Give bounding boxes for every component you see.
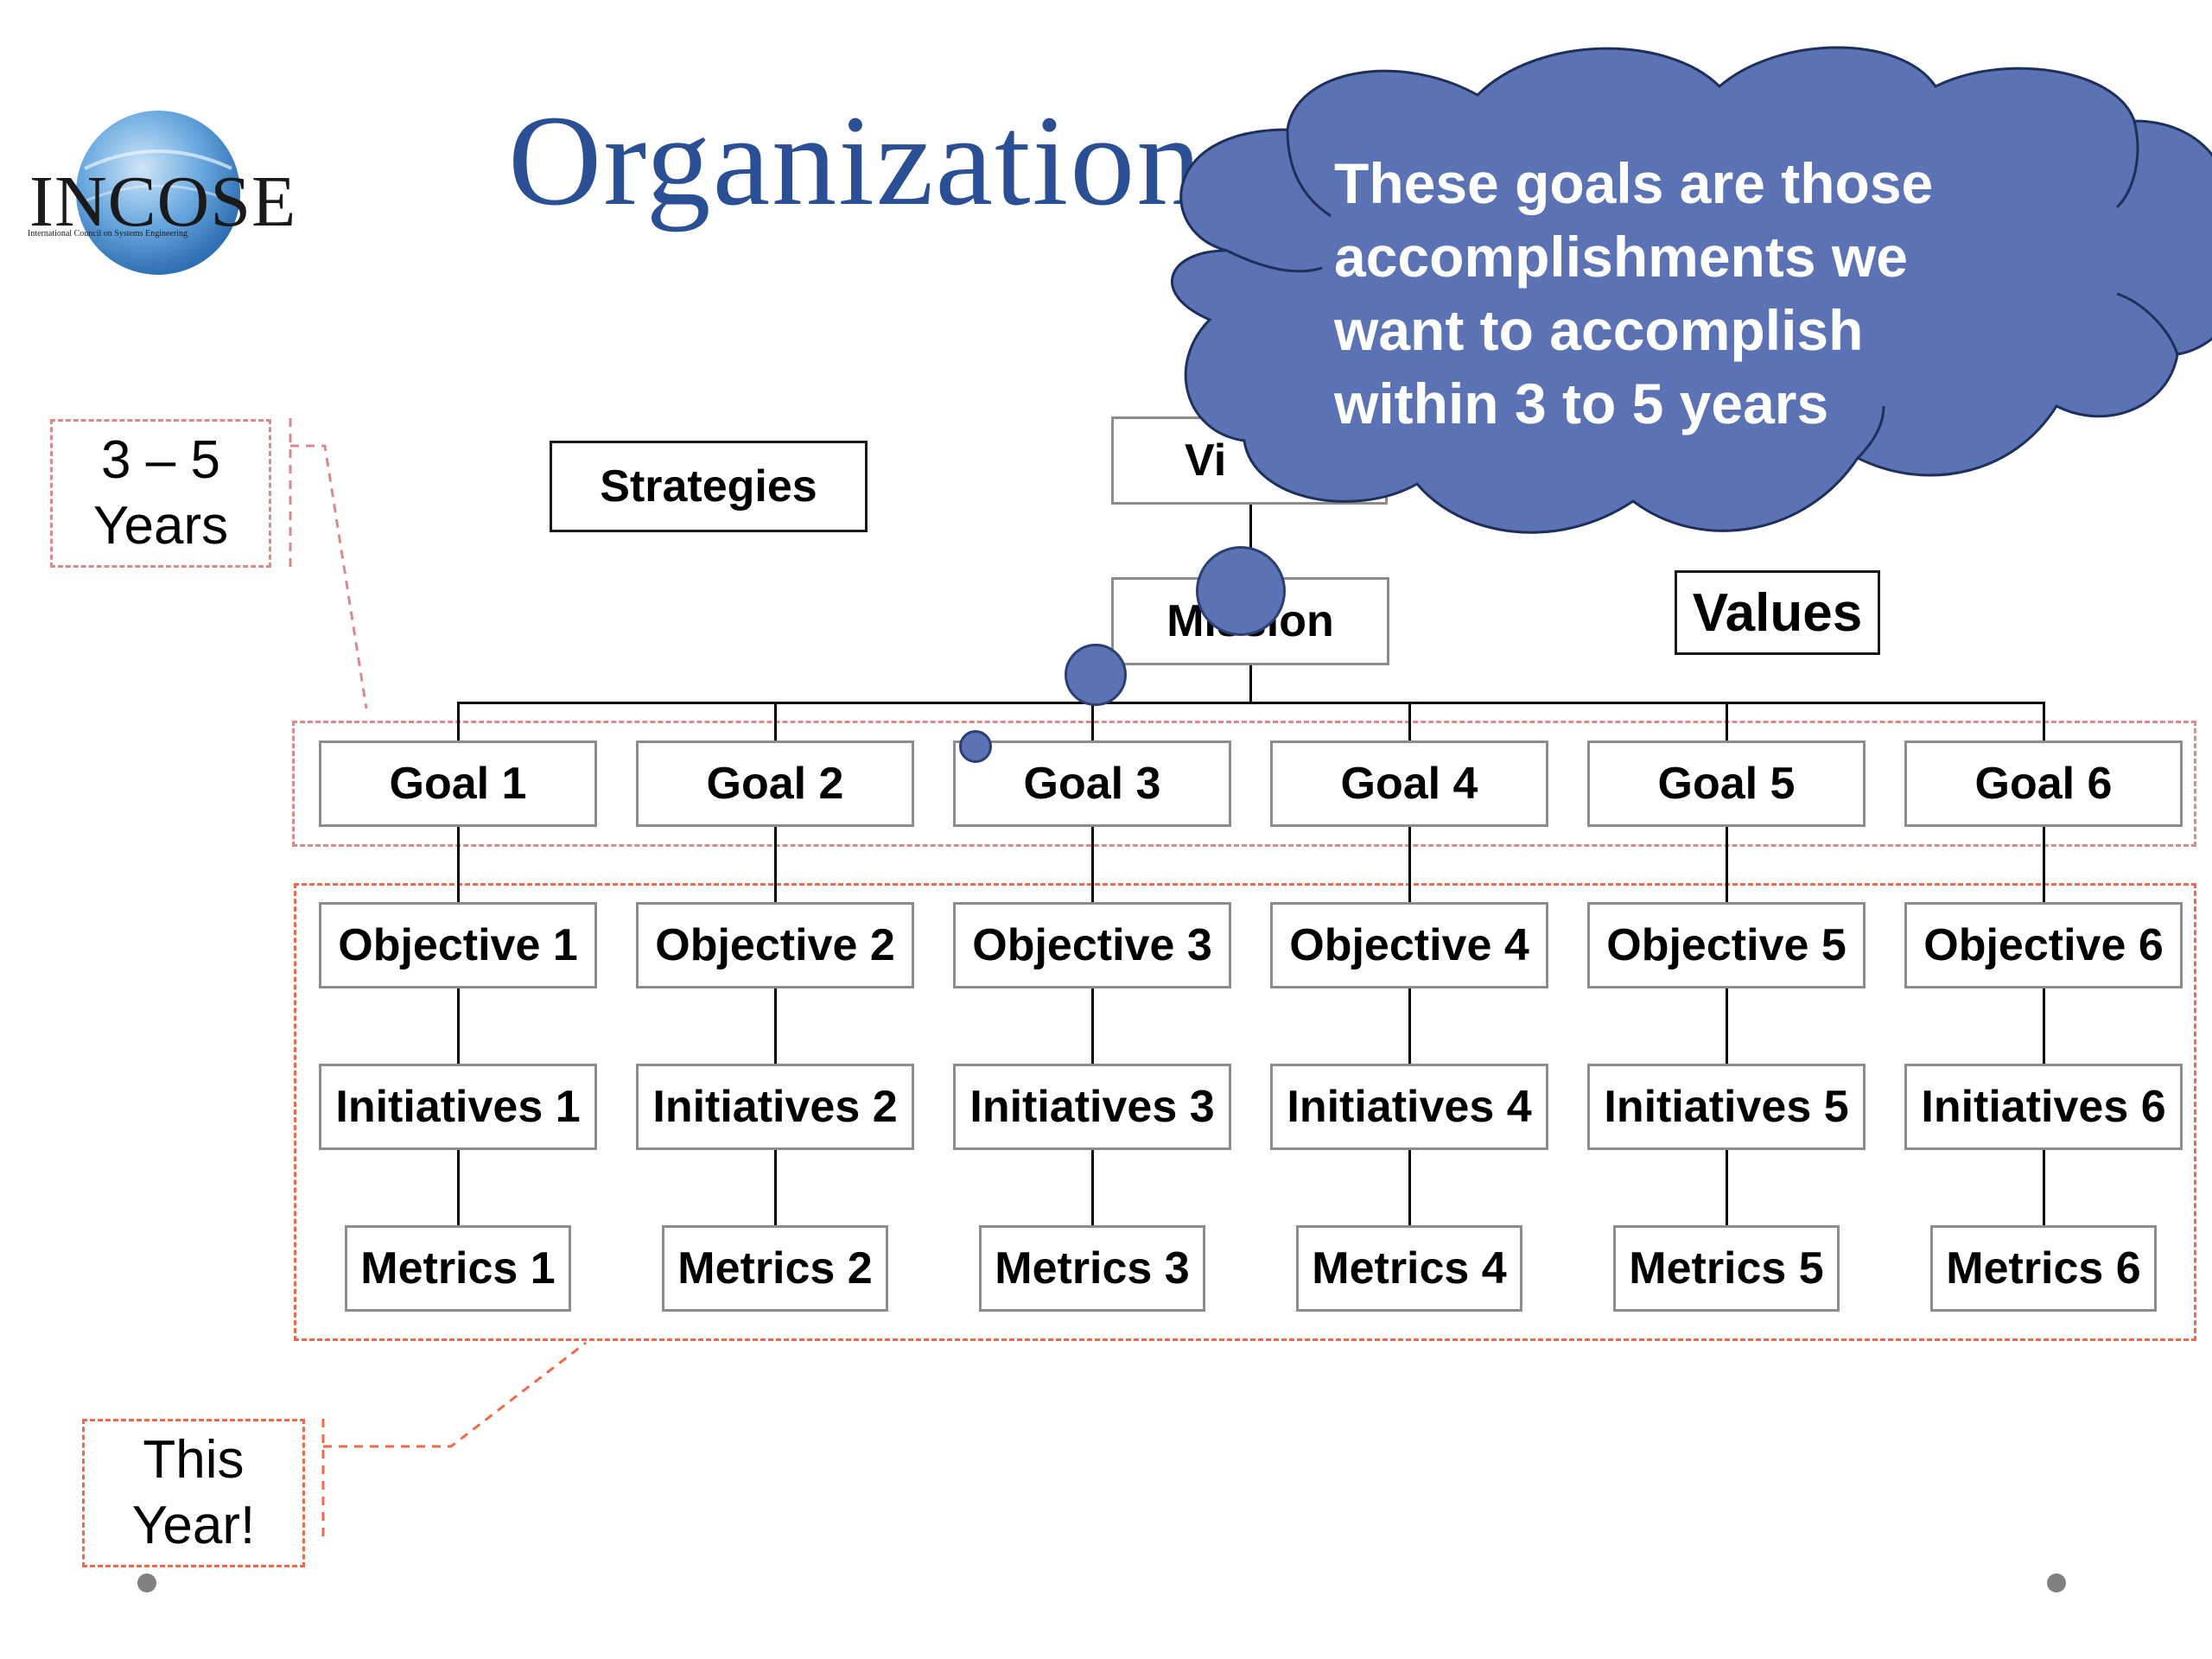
- cloud-text: These goals are those accomplishments we…: [1334, 147, 2129, 441]
- initiatives-box-5: Initiatives 5: [1587, 1064, 1866, 1150]
- column-connector: [457, 988, 460, 1064]
- goal-box-1: Goal 1: [319, 741, 597, 827]
- initiatives-box-1: Initiatives 1: [319, 1064, 597, 1150]
- goal-drop-connector: [1726, 702, 1728, 741]
- values-box: Values: [1675, 570, 1880, 655]
- page-title: Organization: [508, 89, 1204, 232]
- goal-box-6: Goal 6: [1904, 741, 2183, 827]
- column-connector: [1408, 827, 1411, 902]
- column-connector: [2043, 1150, 2045, 1225]
- objective-box-5: Objective 5: [1587, 902, 1866, 988]
- metrics-box-4: Metrics 4: [1296, 1225, 1522, 1312]
- metrics-box-6: Metrics 6: [1930, 1225, 2157, 1312]
- slide-marker-left: [137, 1573, 156, 1592]
- annual-group: [294, 883, 2196, 1341]
- metrics-box-2: Metrics 2: [662, 1225, 888, 1312]
- column-connector: [457, 827, 460, 902]
- objective-box-6: Objective 6: [1904, 902, 2183, 988]
- this-year-bracket: [321, 1341, 587, 1538]
- goal-drop-connector: [1091, 702, 1094, 741]
- incose-logo: INCOSE International Council on Systems …: [24, 108, 301, 281]
- column-connector: [1091, 1150, 1094, 1225]
- objective-box-2: Objective 2: [636, 902, 914, 988]
- strategies-box: Strategies: [550, 441, 868, 532]
- column-connector: [774, 988, 777, 1064]
- cloud-tail-bubble-medium: [1065, 644, 1127, 706]
- goals-bus-line: [457, 702, 2045, 704]
- goal-box-4: Goal 4: [1270, 741, 1548, 827]
- column-connector: [1091, 988, 1094, 1064]
- column-connector: [1091, 827, 1094, 902]
- column-connector: [2043, 827, 2045, 902]
- goal-box-2: Goal 2: [636, 741, 914, 827]
- metrics-box-5: Metrics 5: [1613, 1225, 1840, 1312]
- goal-drop-connector: [457, 702, 460, 741]
- objective-box-4: Objective 4: [1270, 902, 1548, 988]
- cloud-line: accomplishments we: [1334, 225, 1908, 289]
- column-connector: [774, 827, 777, 902]
- objective-box-1: Objective 1: [319, 902, 597, 988]
- three-five-years-bracket: [289, 418, 368, 709]
- cloud-line: within 3 to 5 years: [1334, 372, 1829, 435]
- goal-box-5: Goal 5: [1587, 741, 1866, 827]
- cloud-shape: [1171, 46, 2212, 534]
- column-connector: [2043, 988, 2045, 1064]
- column-connector: [1408, 988, 1411, 1064]
- three-five-years-callout: 3 – 5 Years: [50, 419, 271, 568]
- globe-icon: [76, 111, 240, 275]
- metrics-box-3: Metrics 3: [979, 1225, 1205, 1312]
- initiatives-box-4: Initiatives 4: [1270, 1064, 1548, 1150]
- vision-box-label: Vi: [1185, 435, 1227, 486]
- column-connector: [1408, 1150, 1411, 1225]
- initiatives-box-3: Initiatives 3: [953, 1064, 1231, 1150]
- goals-group: [292, 721, 2196, 847]
- goal-drop-connector: [2043, 702, 2045, 741]
- column-connector: [1726, 827, 1728, 902]
- column-connector: [457, 1150, 460, 1225]
- cloud-line: These goals are those: [1334, 151, 1934, 215]
- cloud-tail-bubble-small: [959, 730, 992, 763]
- initiatives-box-2: Initiatives 2: [636, 1064, 914, 1150]
- mission-down-connector: [1249, 665, 1252, 703]
- objective-box-3: Objective 3: [953, 902, 1231, 988]
- cloud-tail-bubble-large: [1196, 546, 1286, 636]
- logo-text: INCOSE: [29, 162, 297, 242]
- logo-subtext: International Council on Systems Enginee…: [28, 229, 188, 238]
- slide-marker-right: [2047, 1573, 2066, 1592]
- goal-drop-connector: [1408, 702, 1411, 741]
- column-connector: [1726, 1150, 1728, 1225]
- column-connector: [774, 1150, 777, 1225]
- column-connector: [1726, 988, 1728, 1064]
- mission-connector: [1249, 505, 1252, 577]
- goal-drop-connector: [774, 702, 777, 741]
- goal-box-3: Goal 3: [953, 741, 1231, 827]
- cloud-line: want to accomplish: [1334, 298, 1864, 362]
- metrics-box-1: Metrics 1: [345, 1225, 571, 1312]
- this-year-callout: This Year!: [82, 1419, 305, 1567]
- initiatives-box-6: Initiatives 6: [1904, 1064, 2183, 1150]
